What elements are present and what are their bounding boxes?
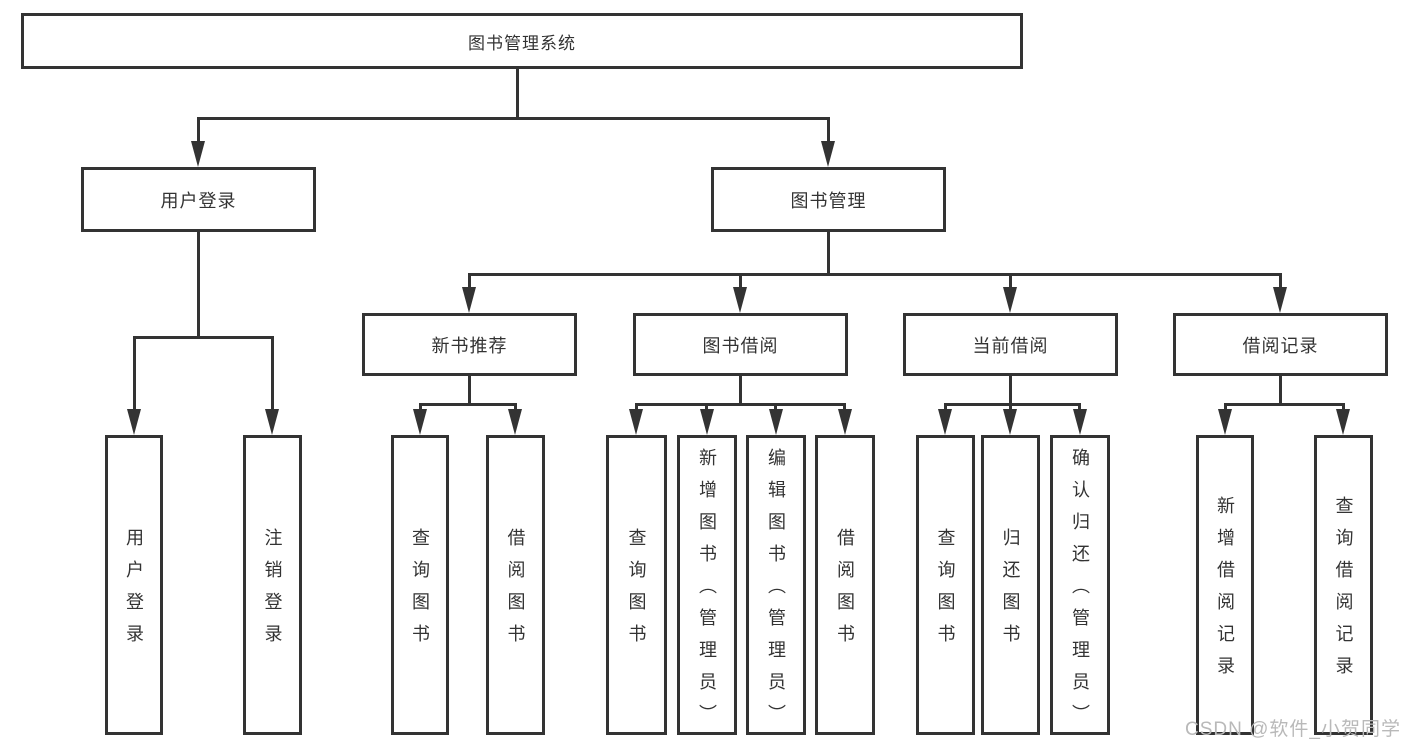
arrow-down-icon: [127, 409, 141, 435]
leaf-query-books-recommend: 查询图书: [391, 435, 449, 735]
connector-root-drop: [516, 69, 519, 117]
connector-drop: [739, 376, 742, 403]
connector-book-management-drop: [827, 232, 830, 273]
arrow-down-icon: [265, 409, 279, 435]
arrow-down-icon: [629, 409, 643, 435]
arrow-down-icon: [1336, 409, 1350, 435]
connector-stub: [197, 117, 200, 147]
node-label: 图书管理系统: [468, 33, 576, 53]
arrow-down-icon: [1073, 409, 1087, 435]
node-new-book-recommendation: 新书推荐: [362, 313, 577, 376]
leaf-label: 新增图书（管理员）: [697, 448, 717, 736]
leaf-edit-books-admin: 编辑图书（管理员）: [746, 435, 806, 736]
node-label: 当前借阅: [972, 335, 1049, 356]
leaf-query-books-borrowing: 查询图书: [606, 435, 667, 735]
arrow-down-icon: [700, 409, 714, 435]
connector-bus: [944, 403, 1081, 406]
connector-user-login-drop: [197, 232, 200, 336]
connector-drop: [1009, 376, 1012, 403]
arrow-down-icon: [1273, 287, 1287, 313]
leaf-label: 查询图书: [626, 528, 647, 656]
arrow-down-icon: [1218, 409, 1232, 435]
leaf-label: 新增借阅记录: [1215, 496, 1235, 688]
connector-stub: [1279, 273, 1282, 293]
connector-drop: [1279, 376, 1282, 403]
leaf-label: 确认归还（管理员）: [1070, 448, 1090, 736]
arrow-down-icon: [413, 409, 427, 435]
arrow-down-icon: [462, 287, 476, 313]
connector-root-bus: [197, 117, 830, 120]
arrow-down-icon: [191, 141, 205, 167]
connector-user-login-bus: [133, 336, 274, 339]
leaf-label: 借阅图书: [835, 528, 855, 656]
leaf-user-login: 用户登录: [105, 435, 163, 735]
csdn-watermark: CSDN @软件_小贺同学: [1185, 719, 1401, 740]
node-library-management-system: 图书管理系统: [21, 13, 1023, 69]
leaf-borrow-books-recommend: 借阅图书: [486, 435, 545, 735]
node-borrowing-records: 借阅记录: [1173, 313, 1388, 376]
leaf-query-books-current: 查询图书: [916, 435, 975, 735]
connector-stub: [271, 336, 274, 415]
arrow-down-icon: [938, 409, 952, 435]
connector-drop: [468, 376, 471, 403]
connector-stub: [1009, 273, 1012, 293]
arrow-down-icon: [838, 409, 852, 435]
connector-book-management-bus: [468, 273, 1282, 276]
leaf-label: 编辑图书（管理员）: [766, 448, 786, 736]
node-label: 图书管理: [790, 190, 867, 211]
node-label: 用户登录: [160, 190, 237, 211]
connector-bus: [635, 403, 846, 406]
arrow-down-icon: [769, 409, 783, 435]
leaf-label: 借阅图书: [505, 528, 526, 656]
node-label: 借阅记录: [1242, 335, 1319, 356]
node-user-login: 用户登录: [81, 167, 316, 232]
leaf-borrow-books: 借阅图书: [815, 435, 875, 735]
node-label: 图书借阅: [702, 335, 779, 356]
node-current-borrowing: 当前借阅: [903, 313, 1118, 376]
leaf-label: 注销登录: [262, 528, 283, 656]
node-label: 新书推荐: [431, 335, 508, 356]
node-book-borrowing: 图书借阅: [633, 313, 848, 376]
leaf-add-borrow-record: 新增借阅记录: [1196, 435, 1254, 735]
arrow-down-icon: [733, 287, 747, 313]
node-book-management: 图书管理: [711, 167, 946, 232]
leaf-confirm-return-admin: 确认归还（管理员）: [1050, 435, 1110, 736]
connector-stub: [468, 273, 471, 293]
leaf-label: 归还图书: [1000, 528, 1021, 656]
leaf-label: 查询借阅记录: [1333, 496, 1354, 688]
leaf-label: 查询图书: [410, 528, 430, 656]
connector-bus: [1224, 403, 1345, 406]
connector-bus: [419, 403, 517, 406]
leaf-label: 查询图书: [935, 528, 956, 656]
connector-stub: [827, 117, 830, 147]
leaf-logout: 注销登录: [243, 435, 302, 735]
arrow-down-icon: [508, 409, 522, 435]
arrow-down-icon: [821, 141, 835, 167]
arrow-down-icon: [1003, 287, 1017, 313]
arrow-down-icon: [1003, 409, 1017, 435]
leaf-label: 用户登录: [124, 528, 144, 656]
connector-stub: [133, 336, 136, 415]
connector-stub: [739, 273, 742, 293]
leaf-add-books-admin: 新增图书（管理员）: [677, 435, 737, 736]
leaf-return-books: 归还图书: [981, 435, 1040, 735]
leaf-query-borrow-record: 查询借阅记录: [1314, 435, 1373, 735]
